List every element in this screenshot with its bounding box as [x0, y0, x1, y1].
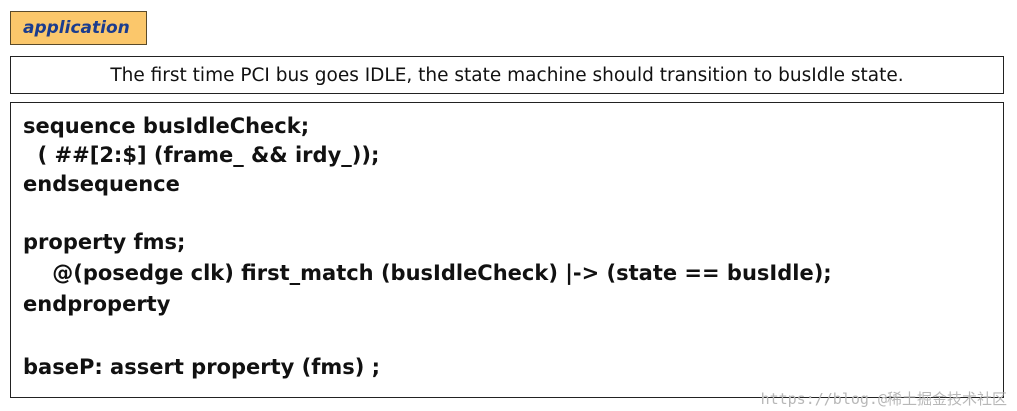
code-line: sequence busIdleCheck;	[23, 114, 310, 138]
watermark-text: https://blog.@稀土掘金技术社区	[760, 390, 1007, 408]
description-box: The first time PCI bus goes IDLE, the st…	[10, 56, 1004, 94]
code-line: endproperty	[23, 292, 171, 316]
application-tag-label: application	[23, 18, 130, 38]
application-tag: application	[10, 11, 147, 45]
description-text: The first time PCI bus goes IDLE, the st…	[110, 64, 904, 86]
code-box: sequence busIdleCheck; ( ##[2:$] (frame_…	[10, 102, 1004, 398]
code-line: ( ##[2:$] (frame_ && irdy_));	[23, 143, 380, 167]
code-line: @(posedge clk) first_match (busIdleCheck…	[23, 261, 832, 285]
code-line: baseP: assert property (fms) ;	[23, 355, 381, 379]
code-line: endsequence	[23, 172, 180, 196]
code-line: property fms;	[23, 230, 186, 254]
